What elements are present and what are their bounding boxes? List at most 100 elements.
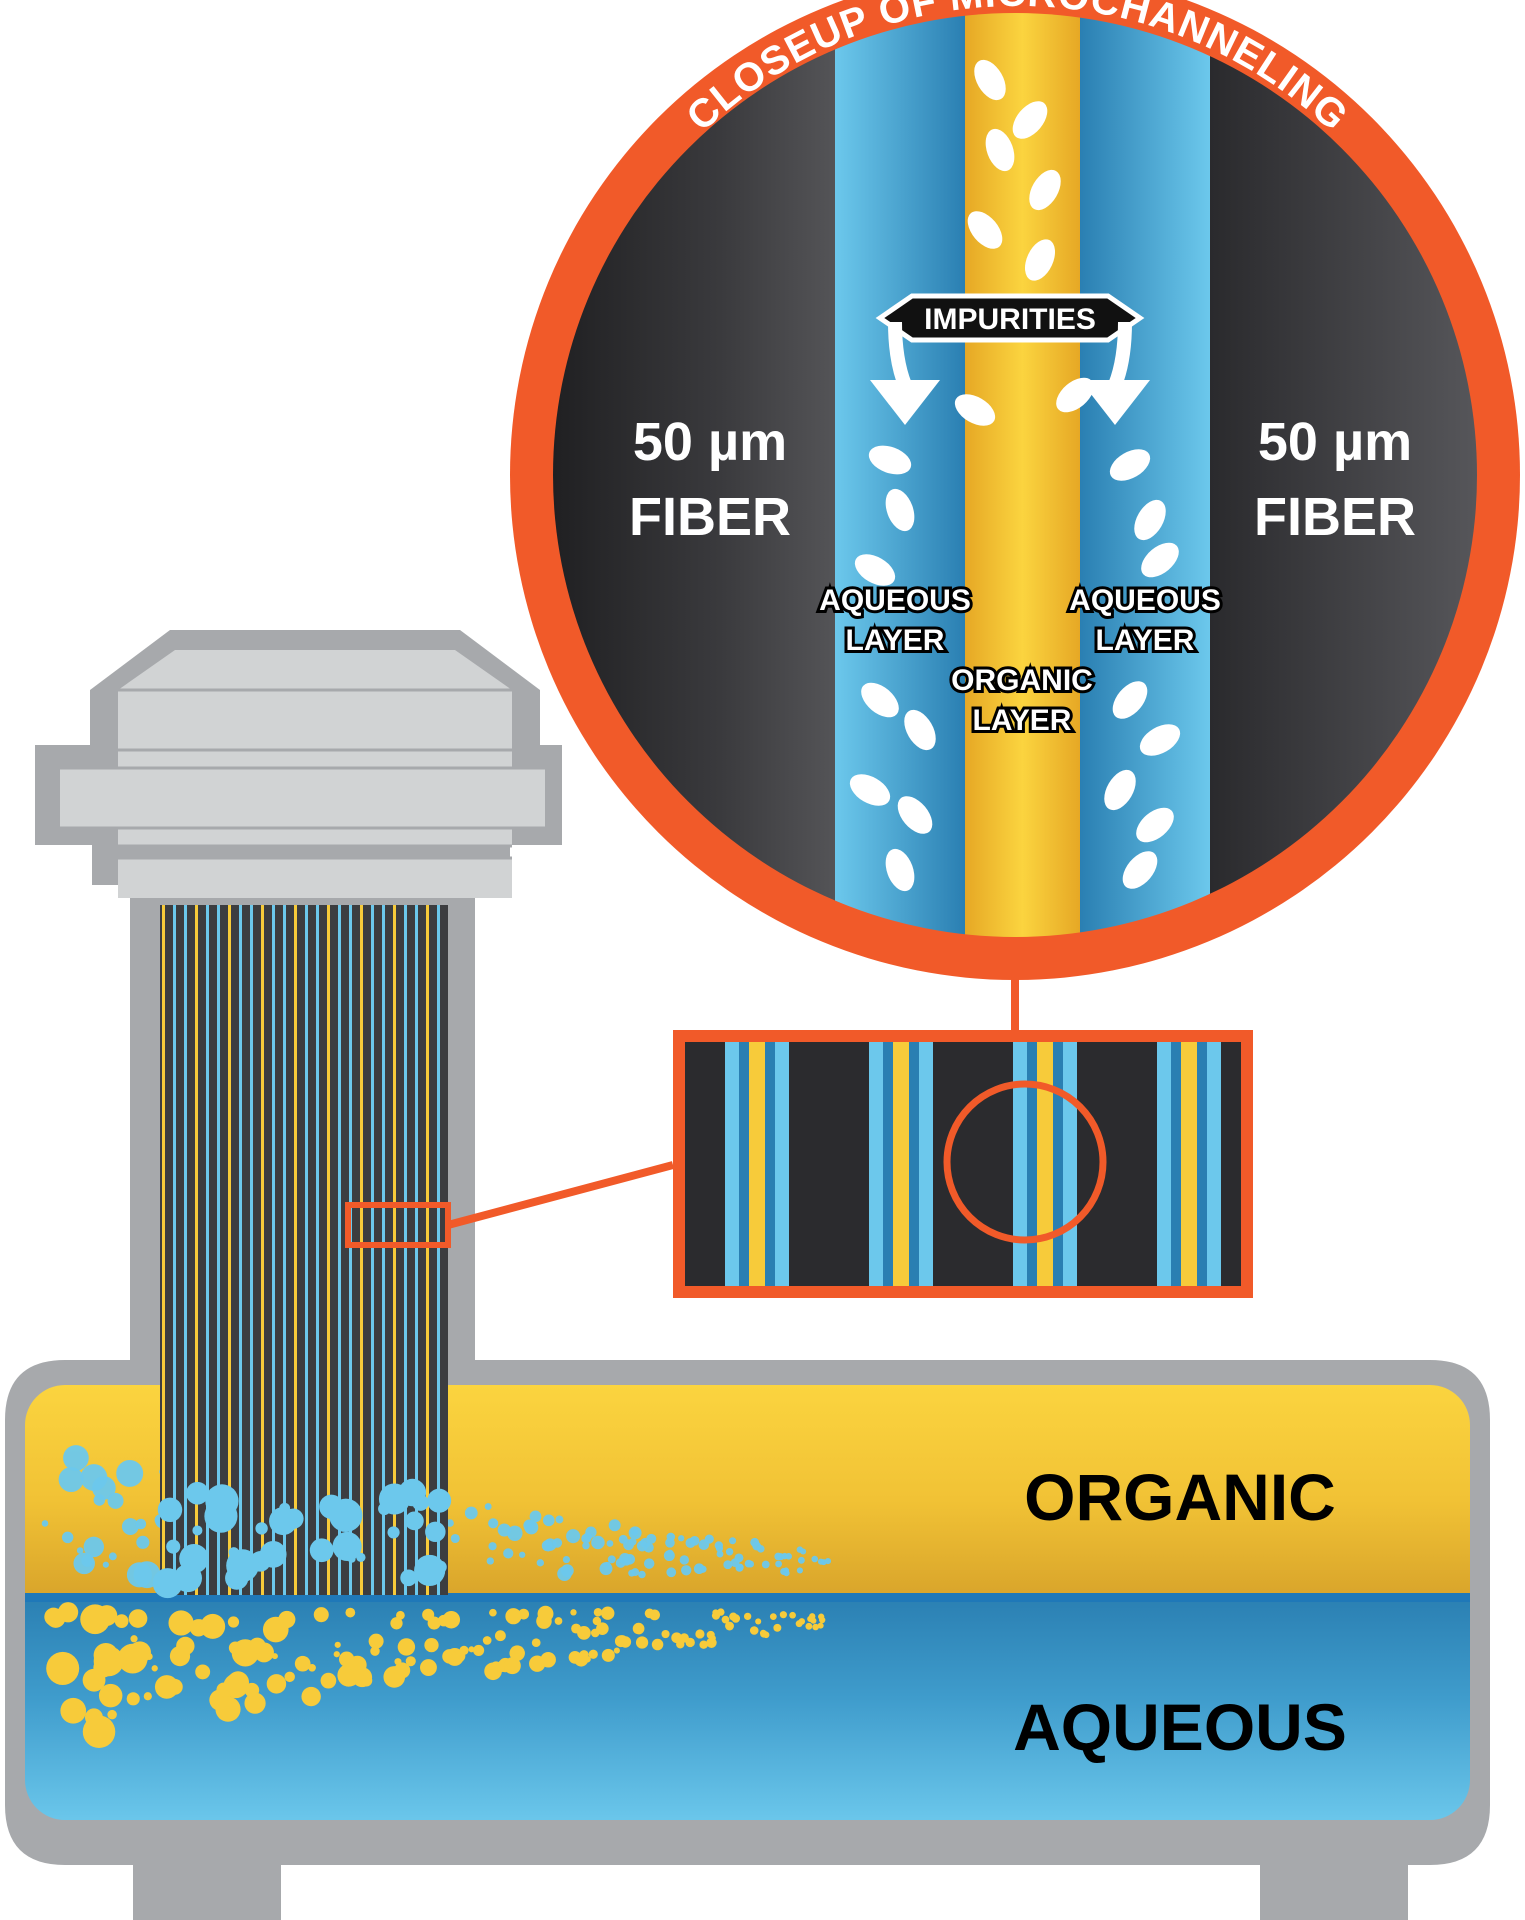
tank-aqueous-label: AQUEOUS xyxy=(1013,1690,1347,1764)
organic-droplet xyxy=(215,1696,241,1722)
aqueous-droplet xyxy=(714,1541,723,1550)
aqueous-droplet xyxy=(63,1445,89,1471)
zoom-stripe xyxy=(1117,1042,1157,1286)
organic-droplet xyxy=(729,1612,738,1621)
aqueous-droplet xyxy=(186,1481,209,1505)
impurity-particle xyxy=(1136,807,1174,843)
aqueous-droplet xyxy=(205,1484,239,1518)
bundle-fiber-stripe xyxy=(228,905,231,1595)
aqueous-droplet xyxy=(560,1564,574,1578)
zoom-stripe xyxy=(869,1042,883,1286)
impurity-particle xyxy=(854,554,896,586)
aqueous-droplet xyxy=(356,1552,366,1563)
aqueous-droplet xyxy=(606,1540,614,1547)
bundle-fiber-stripe xyxy=(338,905,341,1595)
closeup-circle: CLOSEUP OF MICROCHANNELING IMPURITIES 50… xyxy=(510,0,1520,980)
aqueous-droplet xyxy=(309,1538,334,1563)
aqueous-droplet xyxy=(800,1548,807,1555)
organic-droplet xyxy=(503,1657,521,1675)
organic-droplet xyxy=(755,1618,762,1625)
organic-droplet xyxy=(601,1606,615,1620)
impurity-particle xyxy=(1141,542,1179,578)
zoom-stripe xyxy=(765,1042,775,1286)
aqueous-droplet xyxy=(425,1521,446,1543)
aqueous-droplet xyxy=(646,1533,657,1544)
fiber-left-label: FIBER xyxy=(629,487,791,547)
aqueous-droplet xyxy=(102,1561,109,1568)
organic-droplet xyxy=(649,1609,660,1621)
zoom-stripe xyxy=(1027,1042,1037,1286)
zoom-stripe xyxy=(919,1042,933,1286)
organic-droplet xyxy=(195,1664,211,1680)
organic-droplet xyxy=(596,1622,609,1635)
organic-droplet xyxy=(284,1671,295,1683)
aqueous-droplet xyxy=(135,1518,147,1530)
aqueous-droplet xyxy=(761,1560,770,1569)
organic-droplet xyxy=(537,1605,554,1622)
organic-droplet xyxy=(368,1633,384,1649)
organic-droplet xyxy=(509,1645,525,1661)
aqueous-droplet xyxy=(61,1531,74,1544)
aqueous-droplet xyxy=(503,1548,514,1559)
aqueous-droplet xyxy=(796,1567,803,1574)
aqueous-droplet xyxy=(107,1492,124,1509)
organic-droplet xyxy=(706,1630,715,1639)
organic-droplet xyxy=(216,1682,232,1698)
aqueous-droplet xyxy=(698,1539,710,1550)
fiber-bundle xyxy=(160,905,448,1595)
zoom-stripe xyxy=(829,1042,869,1286)
organic-droplet xyxy=(390,1617,403,1630)
organic-droplet xyxy=(420,1659,437,1676)
aqueous-droplet xyxy=(729,1537,737,1545)
aqueous-droplet xyxy=(628,1569,636,1577)
aqueous-droplet xyxy=(116,1459,144,1487)
aqueous-droplet xyxy=(228,1547,240,1558)
aqueous-droplet xyxy=(332,1531,362,1561)
organic-droplet xyxy=(244,1692,266,1714)
zoom-stripe xyxy=(739,1042,749,1286)
zoom-stripe xyxy=(1171,1042,1181,1286)
aqueous-droplet xyxy=(636,1540,648,1552)
aqueous-droplet xyxy=(785,1552,793,1560)
aqueous-droplet xyxy=(623,1539,634,1551)
organic-droplet xyxy=(80,1604,110,1635)
organic-droplet xyxy=(789,1611,796,1619)
aqueous-droplet xyxy=(775,1560,782,1568)
aqueous-droplet xyxy=(716,1550,724,1558)
aqueous-droplet xyxy=(750,1537,760,1547)
aqueous-droplet xyxy=(783,1567,790,1574)
impurities-arrow xyxy=(870,293,1150,425)
aqueous-droplet xyxy=(76,1547,84,1554)
organic-droplet xyxy=(254,1642,274,1663)
aqueous-droplet xyxy=(583,1532,593,1541)
organic-droplet xyxy=(613,1647,620,1654)
aqueous-channel-right xyxy=(1080,13,1210,937)
bundle-fiber-stripe xyxy=(404,905,407,1595)
aqueous-droplet xyxy=(744,1559,753,1568)
aqueous-droplet xyxy=(433,1560,447,1574)
zoom-stripe xyxy=(1053,1042,1063,1286)
aqueous-droplet xyxy=(192,1525,203,1536)
aqueous-droplet xyxy=(259,1541,287,1568)
fiber-right-size: 50 µm xyxy=(1258,412,1412,472)
organic-droplet xyxy=(294,1655,311,1672)
organic-droplet xyxy=(592,1616,602,1626)
aqueous-droplet xyxy=(179,1544,209,1574)
zoom-fiber-panel xyxy=(673,1030,1253,1298)
aqueous-droplet xyxy=(591,1535,605,1550)
impurity-particle xyxy=(1139,724,1181,756)
aqueous-droplet xyxy=(165,1505,180,1520)
aqueous-droplet xyxy=(152,1568,183,1599)
organic-droplet xyxy=(769,1613,777,1620)
organic-droplet xyxy=(397,1638,416,1656)
aqueous-droplet xyxy=(166,1539,181,1554)
aqueous-droplet xyxy=(607,1555,616,1564)
bundle-fiber-stripe xyxy=(360,905,363,1595)
organic-droplet xyxy=(795,1620,803,1628)
impurity-particle xyxy=(868,445,912,475)
zoom-stripe xyxy=(775,1042,789,1286)
organic-droplet xyxy=(482,1636,492,1645)
organic-droplet xyxy=(128,1609,148,1628)
aqueous-droplet xyxy=(488,1518,499,1529)
aqueous-droplet xyxy=(486,1557,494,1565)
